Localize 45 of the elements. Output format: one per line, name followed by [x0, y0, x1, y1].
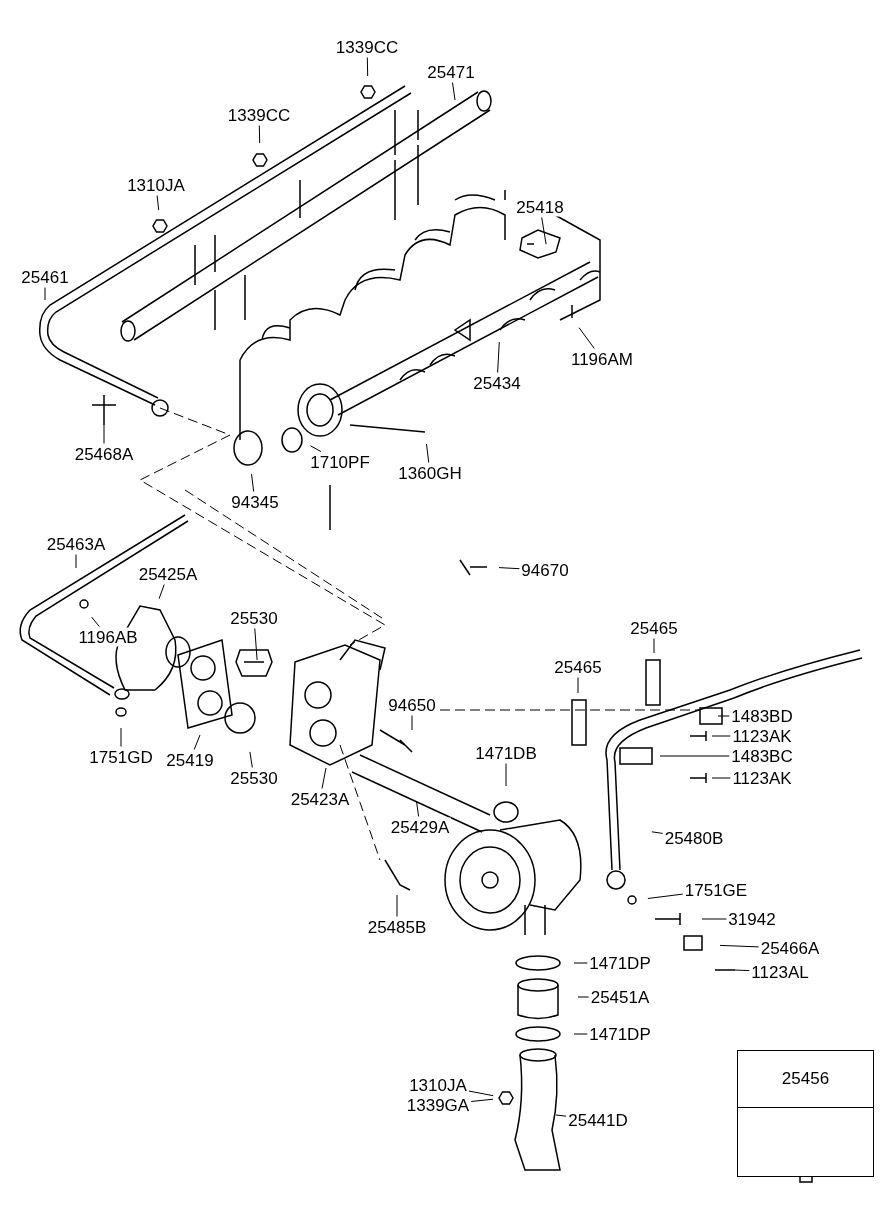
- leader-line: [75, 554, 77, 569]
- leader-line: [396, 894, 398, 917]
- leader-line: [555, 1114, 567, 1117]
- leader-line: [711, 735, 731, 737]
- leader-line: [254, 628, 258, 661]
- leader-line: [366, 57, 369, 77]
- leader-line: [497, 341, 500, 373]
- leader-line: [251, 473, 255, 492]
- leader-line: [91, 616, 100, 627]
- leader-line: [653, 638, 655, 654]
- leader-line: [416, 801, 420, 817]
- part-box: [737, 1050, 874, 1177]
- leader-line: [103, 424, 105, 444]
- leader-line: [578, 327, 595, 349]
- leader-line: [717, 715, 730, 717]
- leader-line: [734, 969, 750, 972]
- leader-line: [156, 195, 160, 211]
- leader-line: [120, 727, 122, 747]
- leader-line: [44, 287, 46, 301]
- leader-line: [498, 567, 520, 570]
- leader-line: [193, 734, 201, 750]
- leader-line: [452, 82, 456, 101]
- part-number: 1196AB: [77, 627, 139, 647]
- leader-line: [541, 217, 547, 245]
- leader-line: [701, 918, 727, 920]
- leader-line: [310, 445, 322, 452]
- leader-line: [468, 1090, 494, 1097]
- leader-line: [651, 831, 664, 834]
- leader-line: [573, 962, 588, 964]
- leader-line: [573, 1033, 588, 1035]
- leader-line: [647, 893, 684, 899]
- leader-line: [158, 584, 165, 600]
- leader-line: [505, 763, 507, 787]
- leader-line: [577, 677, 579, 694]
- leader-line: [711, 777, 731, 779]
- leader-line: [577, 996, 590, 998]
- leader-line: [659, 755, 730, 757]
- leader-line: [258, 125, 261, 144]
- leader-line: [249, 751, 253, 768]
- leader-line: [426, 443, 430, 463]
- leader-line: [321, 767, 327, 789]
- leader-line: [719, 944, 760, 948]
- leader-line: [411, 715, 413, 731]
- leader-line: [470, 1098, 494, 1102]
- part-number: 25456: [781, 1069, 830, 1089]
